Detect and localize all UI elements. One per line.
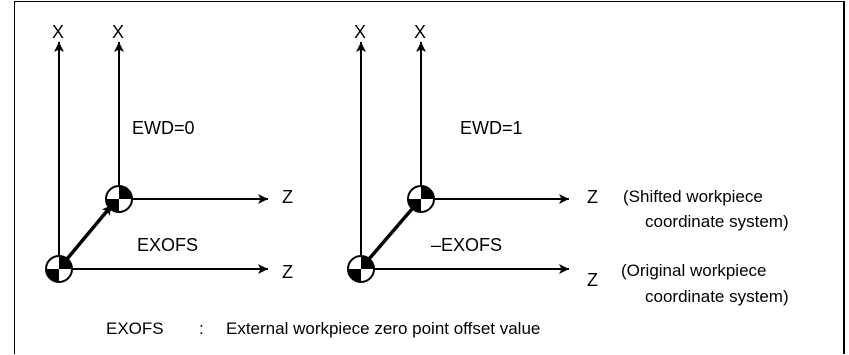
right-mode-label: EWD=1 [460,118,523,138]
legend-separator: : [199,319,204,338]
right-z-original-label: Z [587,270,598,290]
original-note-line2: coordinate system) [645,287,789,306]
shifted-note-line2: coordinate system) [645,212,789,231]
right-original-origin-icon [347,255,375,283]
shifted-note-line1: (Shifted workpiece [623,187,763,206]
right-x-shifted-label: X [414,22,427,42]
left-offset-label: EXOFS [137,235,199,255]
right-offset-label: –EXOFS [431,235,503,255]
left-original-origin-icon [45,255,73,283]
left-x-original-label: X [52,22,65,42]
left-offset-vector [60,203,114,267]
original-note-line1: (Original workpiece [621,261,767,280]
right-shifted-origin-icon [407,185,435,213]
right-diagram [347,42,569,283]
left-diagram [45,42,268,283]
left-z-original-label: Z [282,262,293,282]
left-mode-label: EWD=0 [132,118,195,138]
left-z-shifted-label: Z [282,187,293,207]
right-x-original-label: X [354,22,367,42]
legend-term: EXOFS [106,319,164,338]
left-x-shifted-label: X [112,22,125,42]
legend-definition: External workpiece zero point offset val… [226,319,541,338]
right-z-shifted-label: Z [587,187,598,207]
right-offset-line [361,200,420,268]
left-shifted-origin-icon [105,185,133,213]
